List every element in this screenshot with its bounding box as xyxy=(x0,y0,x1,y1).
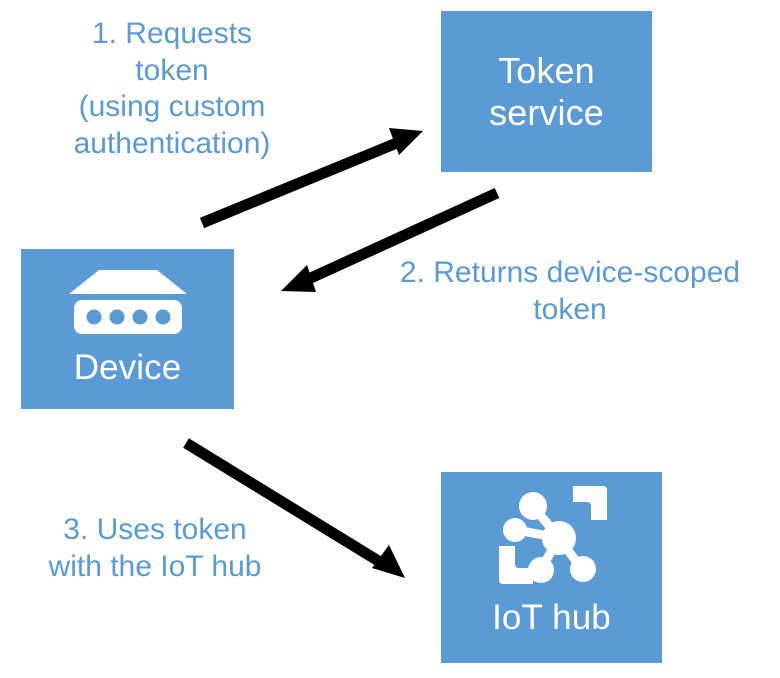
caption-step-1: 1. Requests token (using custom authenti… xyxy=(73,17,271,160)
iot-hub-icon xyxy=(498,486,607,584)
node-iot-hub[interactable]: IoT hub xyxy=(441,472,662,663)
node-token-service[interactable]: Token service xyxy=(441,11,652,172)
node-device[interactable]: Device xyxy=(21,249,234,409)
caption-step-2: 2. Returns device-scoped token xyxy=(399,256,741,326)
node-iot-hub-label: IoT hub xyxy=(492,598,611,637)
node-token-service-label: Token service xyxy=(489,49,604,133)
caption-step-3: 3. Uses token with the IoT hub xyxy=(48,513,262,583)
node-device-label: Device xyxy=(73,348,182,387)
device-icon xyxy=(68,270,187,334)
